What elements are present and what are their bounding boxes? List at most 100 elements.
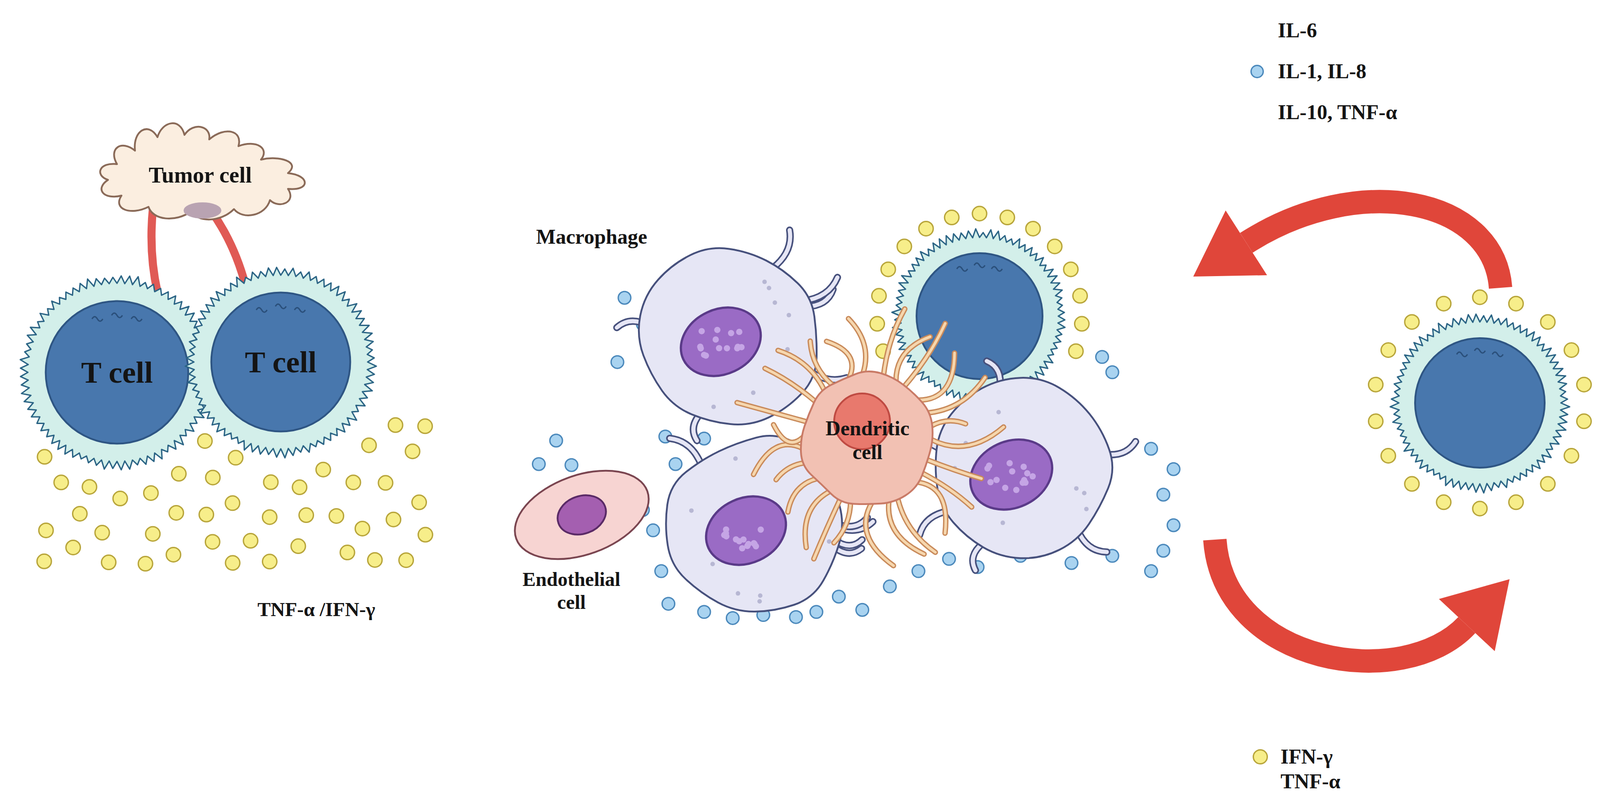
macrophage-nucleus	[669, 295, 773, 389]
dendrite	[737, 402, 806, 422]
cytokine-dot	[72, 506, 87, 522]
dendrite	[914, 481, 946, 534]
dendrite	[927, 460, 982, 479]
cytokine-dot	[388, 417, 403, 433]
chromatin-dot	[736, 328, 743, 336]
cytokine-dot	[918, 221, 934, 236]
cytokine-dot	[1508, 296, 1524, 311]
chromatin-dot	[1020, 477, 1028, 484]
cytokine-dot	[1576, 377, 1592, 392]
cytokine-dot	[1508, 495, 1524, 510]
dendrite	[926, 377, 986, 414]
t-cell	[185, 267, 377, 459]
t-cell	[1390, 314, 1570, 494]
dendrite	[804, 491, 831, 549]
macrophage-outline	[633, 239, 827, 434]
cell-label: Macrophage	[535, 225, 648, 250]
chromatin-dot	[1006, 460, 1013, 467]
cytokine-dot	[112, 491, 128, 507]
cytokine-dot	[143, 485, 158, 501]
cytokine-dot	[697, 606, 711, 619]
dendrite	[931, 427, 1004, 447]
chromatin-dot	[985, 462, 993, 470]
cytokine-dot	[262, 554, 277, 570]
chromatin-mark	[131, 316, 143, 322]
cytokine-dot	[1157, 544, 1170, 558]
cytokine-dot	[1157, 488, 1170, 502]
cytokine-dot	[405, 444, 420, 459]
granule	[711, 404, 716, 410]
granule	[996, 410, 1001, 415]
cytokine-dot	[399, 553, 414, 568]
cell-label: Tumor cell	[148, 162, 252, 189]
macrophage-nucleus	[694, 484, 798, 578]
cell-label: T cell	[244, 344, 317, 380]
chromatin-dot	[698, 328, 705, 335]
cytokine-dot	[1000, 210, 1015, 225]
chromatin-mark	[275, 304, 287, 309]
dendrite	[914, 481, 946, 534]
granule	[762, 279, 767, 285]
dendrite	[888, 498, 925, 555]
dendrite	[787, 478, 818, 513]
chromatin-dot	[723, 345, 731, 352]
cell-label: Dendritic cell	[811, 417, 924, 465]
dendrite	[753, 444, 805, 475]
cytokine-dot	[199, 507, 214, 522]
granule	[826, 539, 832, 544]
cytokine-dot	[618, 291, 631, 305]
cytokine-dot	[315, 462, 331, 477]
cytokine-dot	[171, 467, 186, 482]
adhesion-contact	[211, 211, 246, 285]
cytokine-dot	[870, 316, 885, 332]
cytokine-dot	[1564, 343, 1579, 358]
cytokine-dot	[205, 470, 221, 486]
cytokine-dot	[329, 508, 344, 524]
dendrite	[737, 402, 806, 422]
t-cell-membrane	[891, 229, 1066, 404]
granule	[689, 508, 694, 513]
cytokine-dot	[1564, 449, 1579, 464]
cytokine-dot	[1472, 290, 1488, 305]
cytokine-dot	[1144, 442, 1158, 456]
arrowhead	[1438, 579, 1510, 652]
macrophage	[901, 361, 1136, 571]
chromatin-mark	[294, 307, 306, 313]
cytokine-label: TNF-α /IFN-γ	[257, 598, 375, 622]
cytokine-dot	[1380, 343, 1396, 358]
chromatin-dot	[757, 526, 765, 534]
chromatin-mark	[91, 316, 103, 322]
chromatin-dot	[744, 543, 751, 550]
cytokine-dot	[1404, 314, 1420, 330]
cytokine-dot	[361, 438, 377, 453]
cytokine-dot	[346, 475, 361, 490]
pseudopod	[773, 230, 791, 269]
t-cell	[20, 276, 215, 471]
t-cell-membrane	[20, 276, 215, 471]
chromatin-dot	[1024, 470, 1031, 477]
chromatin-dot	[702, 352, 710, 360]
granule	[1000, 521, 1006, 526]
cytokine-dot	[101, 555, 117, 571]
cell-label: T cell	[80, 355, 153, 391]
cytokine-dot	[355, 521, 370, 536]
cytokine-dot	[1025, 221, 1041, 236]
cytokine-dot	[809, 606, 823, 619]
chromatin-dot	[740, 536, 747, 544]
dendrite	[813, 497, 842, 560]
cytokine-dot	[944, 210, 959, 225]
cytokine-dot	[883, 580, 897, 594]
t-cell: T cell	[184, 265, 378, 459]
chromatin-dot	[1013, 486, 1020, 494]
chromatin-dot	[732, 536, 740, 544]
chromatin-mark	[1456, 352, 1468, 357]
dendrite	[918, 353, 955, 401]
cytokine-dot	[897, 239, 912, 254]
cytokine-dot	[291, 539, 306, 554]
dendritic-cell	[737, 309, 1004, 567]
cytokine-dot	[1065, 557, 1078, 570]
cytokine-dot	[378, 476, 393, 491]
cytokine-dot	[832, 590, 845, 604]
cytokine-dot	[662, 597, 675, 611]
endothelial-body	[502, 453, 661, 576]
